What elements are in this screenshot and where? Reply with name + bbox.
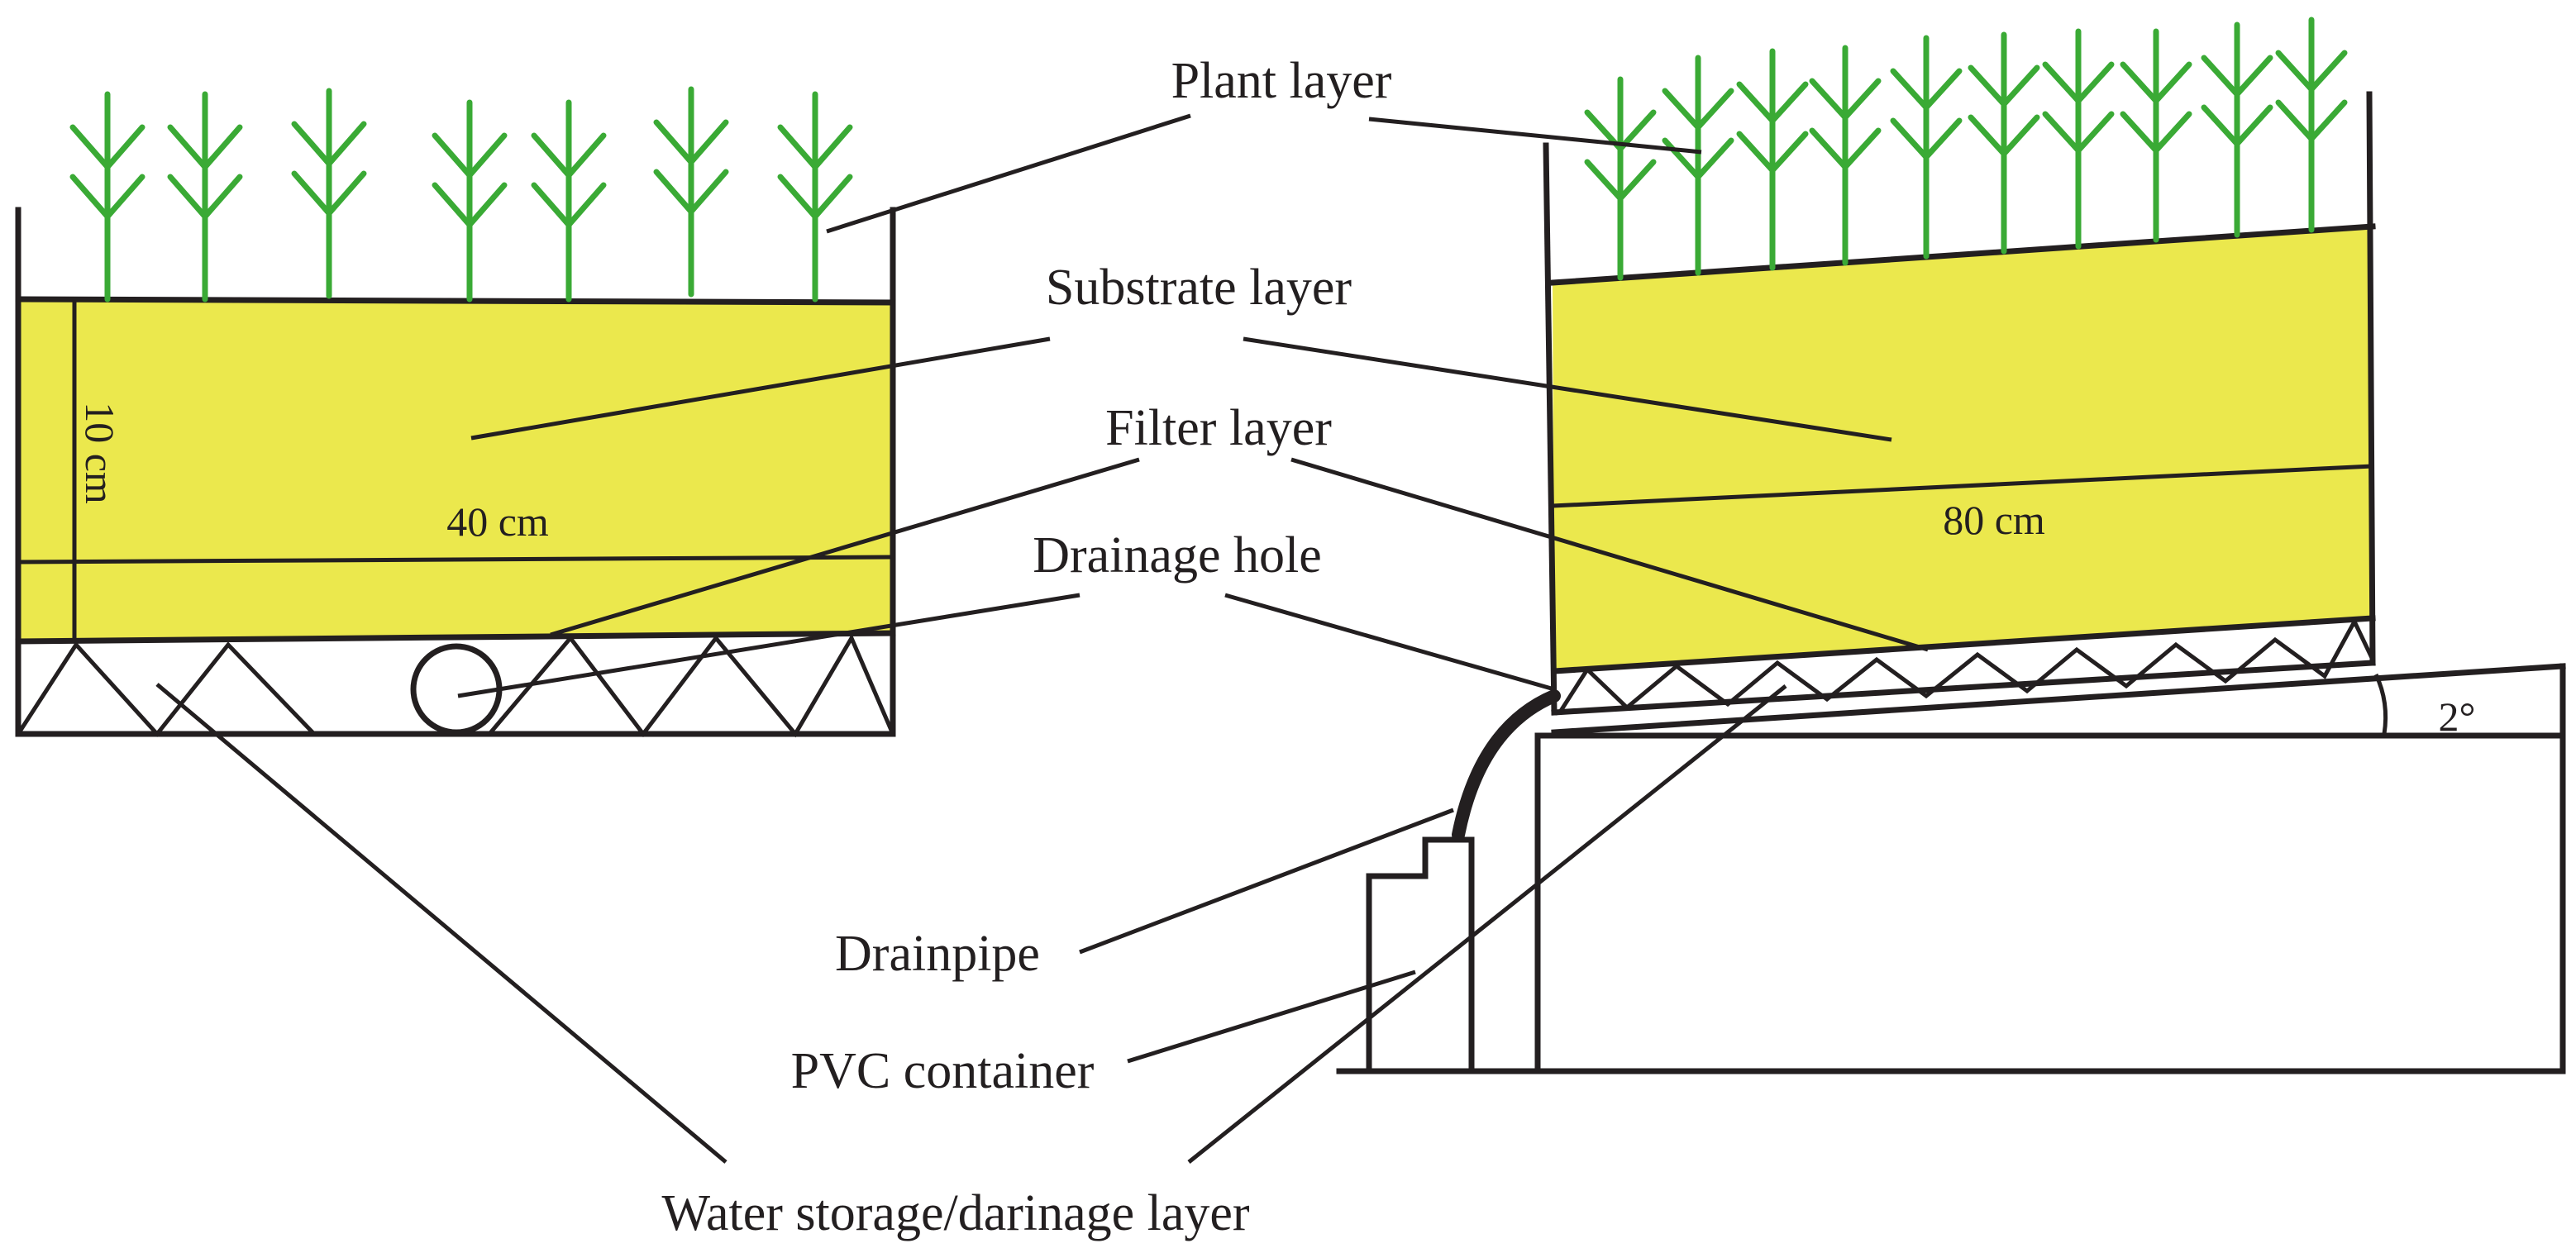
leader-water-right — [1187, 684, 1787, 1164]
label-substrate-layer: Substrate layer — [1046, 260, 1352, 316]
label-drainpipe: Drainpipe — [835, 926, 1040, 982]
label-width-right: 80 cm — [1943, 497, 2045, 543]
plant — [777, 91, 853, 303]
left-plants — [69, 86, 853, 303]
label-width-left: 40 cm — [446, 498, 549, 545]
left-module — [15, 86, 896, 738]
base-platform — [1534, 732, 2566, 1074]
leader-drainpipe — [1079, 808, 1454, 955]
left-substrate-top — [15, 296, 896, 306]
label-pvc-container: PVC container — [791, 1043, 1095, 1099]
plant — [1662, 55, 1734, 276]
right-wall-left — [1543, 142, 1558, 716]
plant — [2042, 28, 2115, 250]
right-wall-right — [2366, 91, 2376, 666]
plant — [2120, 28, 2192, 243]
left-zigzag-b — [488, 633, 895, 738]
leader-filter-right — [1290, 457, 1929, 652]
leader-drainhole-left — [457, 593, 1080, 698]
plant — [69, 91, 145, 303]
plant — [432, 99, 508, 303]
left-filter-line — [17, 555, 894, 565]
pvc-container — [1366, 836, 1475, 1074]
label-slope-angle: 2° — [2439, 693, 2476, 740]
label-water-storage: Water storage/darinage layer — [661, 1185, 1249, 1241]
left-drainage-top — [15, 630, 896, 645]
plant — [1736, 48, 1809, 271]
plant — [2201, 21, 2273, 238]
plant — [1968, 31, 2040, 255]
leader-plant-right — [1368, 117, 1702, 155]
right-zigzag — [1558, 617, 2375, 712]
leader-lines — [155, 113, 1929, 1164]
leader-plant-left — [826, 113, 1191, 234]
leader-water-left — [155, 683, 727, 1164]
plant — [167, 91, 243, 303]
right-plants — [1584, 17, 2348, 281]
label-drainage-hole: Drainage hole — [1033, 527, 1321, 584]
plant — [1809, 45, 1882, 266]
plant — [1584, 76, 1657, 281]
right-filter-line — [1552, 464, 2373, 508]
plant — [653, 86, 729, 298]
label-filter-layer: Filter layer — [1105, 400, 1332, 456]
right-drainage-top — [1551, 615, 2376, 674]
plant — [531, 99, 607, 303]
plant — [1890, 35, 1963, 260]
drainpipe — [1452, 689, 1561, 841]
label-plant-layer: Plant layer — [1171, 53, 1392, 109]
left-substrate-layer — [18, 299, 893, 641]
slope-angle-arc — [2373, 673, 2388, 735]
sloped-plane — [1551, 663, 2566, 736]
leader-filter-left — [550, 457, 1140, 637]
right-substrate-layer — [1553, 226, 2373, 671]
left-zigzag-a — [16, 641, 316, 737]
label-height: 10 cm — [77, 402, 123, 504]
right-module — [1336, 17, 2566, 1074]
leader-drainhole-right — [1224, 593, 1555, 692]
leader-substrate-left — [470, 336, 1051, 441]
plant — [2275, 17, 2348, 233]
leader-substrate-right — [1243, 336, 1892, 442]
leader-pvc — [1127, 970, 1416, 1064]
plant — [291, 88, 367, 299]
